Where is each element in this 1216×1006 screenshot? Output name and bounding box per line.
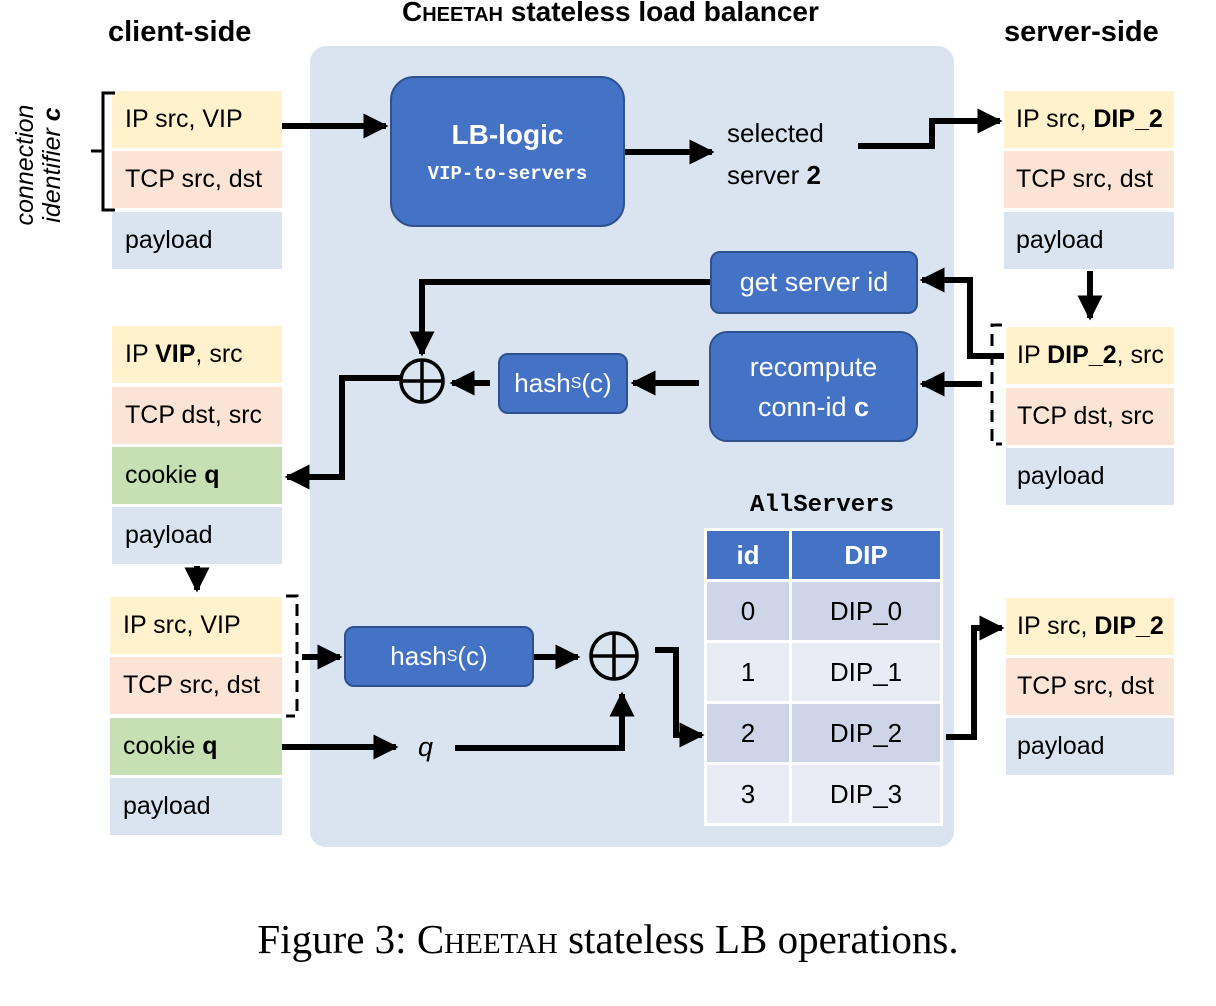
hash-base: hash [390,641,447,671]
server-id-cell: 3 [707,765,789,823]
ip-prefix: IP src, [1017,612,1095,640]
hash-base: hash [514,368,571,398]
server-dip-cell: DIP_1 [792,643,940,701]
recompute-line2: conn-id [757,391,855,422]
caption-suffix: stateless LB operations. [557,916,959,962]
table-row: 0 DIP_0 [707,582,940,640]
cookie-var: q [204,461,220,489]
lb-heading-name: Cheetah [402,0,503,27]
xor-icon-top [399,358,445,404]
selected-server-id: 2 [806,160,821,190]
tcp-header-field: TCP src, dst [110,657,282,714]
caption-system-name: Cheetah [416,916,558,962]
lb-logic-title: LB-logic [451,118,564,150]
server-dip-cell: DIP_3 [792,765,940,823]
cookie-prefix: cookie [123,732,203,760]
table-row: 1 DIP_1 [707,643,940,701]
payload-field: payload [112,507,282,564]
server-dip-cell: DIP_0 [792,582,940,640]
xor-icon-bottom [589,631,639,681]
payload-field: payload [110,778,282,835]
hash-subscript: S [570,374,582,392]
ip-header-field: IP VIP, src [112,326,282,383]
arrow-to-cookie [284,375,400,490]
payload-field: payload [112,212,282,269]
server-side-heading: server-side [1004,16,1159,48]
recompute-conn-id-box: recompute conn-id c [709,331,918,442]
dashed-bracket-server-icon [990,323,1002,446]
tcp-header-field: TCP src, dst [112,151,282,208]
ip-suffix: , src [1116,341,1164,369]
tcp-header-field: TCP src, dst [1006,658,1174,715]
ip-header-field: IP DIP_2, src [1006,327,1174,384]
server-id-cell: 2 [707,704,789,762]
ip-dip: DIP_2 [1094,612,1164,640]
payload-field: payload [1006,448,1174,505]
column-header-dip: DIP [792,531,940,579]
tcp-header-field: TCP dst, src [1006,388,1174,445]
all-servers-table: id DIP 0 DIP_0 1 DIP_1 2 DIP_2 3 DIP_3 [704,528,943,826]
connection-identifier-brace-icon [91,91,115,212]
tcp-header-field: TCP dst, src [112,387,282,444]
ip-dip: DIP_2 [1047,341,1117,369]
arrow-to-server-packet-1 [858,108,1003,149]
client-side-heading: client-side [108,16,252,48]
cookie-field: cookie q [112,447,282,504]
recompute-var: c [854,391,870,422]
ip-dip: DIP_2 [1093,105,1163,133]
arrow-server-id-to-xor [409,279,710,357]
cookie-var: q [202,732,218,760]
ip-vip: VIP [155,340,196,368]
ip-suffix: , src [195,340,243,368]
lb-heading: Cheetah stateless load balancer [402,0,819,28]
arrow-to-server-packet-3 [946,615,1005,740]
lb-heading-rest: stateless load balancer [502,0,819,27]
table-row: 3 DIP_3 [707,765,940,823]
payload-field: payload [1006,718,1174,775]
all-servers-title: AllServers [749,492,895,519]
figure-caption: Figure 3: Cheetah stateless LB operation… [0,915,1216,963]
ip-prefix: IP src, [1016,105,1094,133]
cookie-field: cookie q [110,718,282,775]
hash-arg: (c) [581,368,612,398]
ip-header-field: IP src, VIP [110,597,282,654]
arrow-to-get-server-id [919,267,1004,359]
ip-header-field: IP src, DIP_2 [1004,91,1174,148]
column-header-id: id [707,531,789,579]
ip-prefix: IP [125,340,156,368]
q-label: q [418,732,434,762]
ip-prefix: IP [1017,341,1048,369]
lb-logic-box: LB-logic VIP-to-servers [390,76,625,227]
hash-subscript: S [446,647,458,665]
hash-arg: (c) [457,641,488,671]
caption-prefix: Figure 3: [257,916,417,962]
arrow-q-to-xor [455,691,635,751]
ip-header-field: IP src, DIP_2 [1006,598,1174,655]
tcp-header-field: TCP src, dst [1004,151,1174,208]
selected-line2: server [727,160,807,190]
get-server-id-box: get server id [710,251,918,314]
payload-field: payload [1004,212,1174,269]
arrow-to-table-row-2 [655,647,705,748]
server-dip-cell: DIP_2 [792,704,940,762]
ip-header-field: IP src, VIP [112,91,282,148]
table-row-selected: 2 DIP_2 [707,704,940,762]
lb-logic-subtitle: VIP-to-servers [427,162,588,185]
dashed-bracket-client-icon [286,594,299,718]
cookie-prefix: cookie [125,461,205,489]
recompute-line1: recompute [749,351,878,382]
selected-line1: selected [727,118,824,148]
server-id-cell: 0 [707,582,789,640]
server-id-cell: 1 [707,643,789,701]
selected-server-label: selected server 2 [727,112,824,196]
